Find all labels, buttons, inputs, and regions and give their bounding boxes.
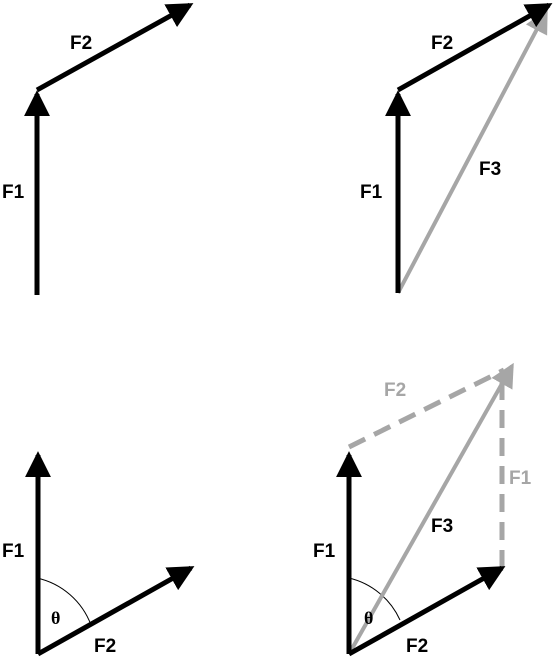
panel-parallelogram: F1 F2 F3 θ F2 F1 (313, 362, 532, 657)
panel-angle: F1 F2 θ (2, 451, 195, 657)
f3-label: F3 (479, 159, 501, 180)
f2-label: F2 (406, 636, 428, 657)
f1-label: F1 (313, 541, 336, 562)
f3-resultant-arrow (347, 362, 514, 655)
f2-label: F2 (94, 636, 116, 657)
f1-label: F1 (2, 182, 25, 203)
theta-arc (36, 577, 92, 626)
f3-label: F3 (431, 516, 453, 537)
f2-shifted-dashed (347, 367, 506, 450)
theta-label: θ (51, 608, 60, 628)
panel-tip-to-tail-resultant: F1 F2 F3 (360, 2, 553, 294)
f3-resultant-arrow (396, 8, 548, 294)
f1-label: F1 (360, 182, 383, 203)
theta-arc (348, 577, 401, 621)
f1-shifted-label: F1 (509, 468, 532, 489)
f2-arrow (347, 565, 506, 657)
f2-arrow (396, 2, 553, 93)
theta-label: θ (364, 608, 373, 628)
f2-label: F2 (70, 33, 92, 54)
f2-arrow (36, 565, 195, 657)
f2-label: F2 (431, 33, 453, 54)
f1-label: F1 (2, 541, 25, 562)
panel-tip-to-tail: F1 F2 (2, 2, 194, 295)
f2-shifted-label: F2 (384, 380, 406, 401)
f2-arrow (35, 2, 194, 93)
